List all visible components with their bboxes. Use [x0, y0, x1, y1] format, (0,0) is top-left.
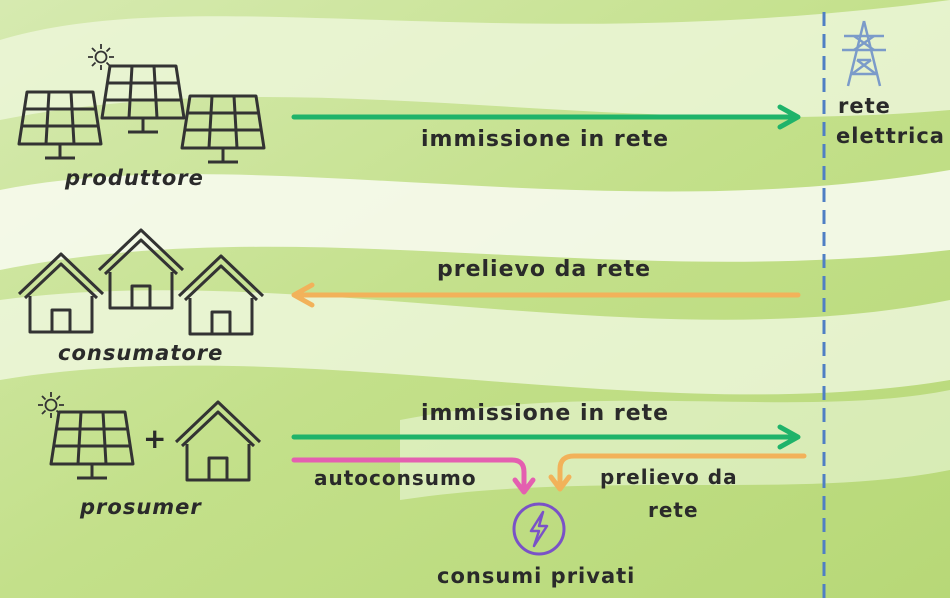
plus-sign: +	[143, 422, 168, 455]
private-consumption-label: consumi privati	[437, 564, 636, 588]
house-icon	[177, 254, 265, 336]
prosumer-label: prosumer	[80, 495, 202, 519]
private-withdrawal-arrow	[548, 453, 807, 492]
house-icon	[17, 252, 105, 334]
private-withdrawal-label-line2: rete	[648, 498, 699, 522]
solar-panel-icon	[49, 410, 135, 480]
selfconsumption-label: autoconsumo	[314, 466, 477, 490]
grid-label-line2: elettrica	[836, 124, 945, 148]
solar-panel-icon	[100, 64, 186, 134]
withdrawal-label: prelievo da rete	[437, 257, 652, 282]
injection-label: immissione in rete	[421, 127, 670, 152]
prosumer-injection-label: immissione in rete	[421, 401, 670, 426]
consumer-label: consumatore	[58, 341, 224, 365]
prosumer-injection-arrow	[291, 424, 801, 450]
house-icon	[97, 228, 185, 310]
withdrawal-arrow	[291, 282, 801, 308]
solar-panel-icon	[180, 94, 266, 164]
selfconsumption-arrow	[291, 457, 536, 495]
solar-panel-icon	[17, 90, 103, 160]
power-pylon-icon	[842, 20, 886, 87]
lightning-icon	[512, 502, 566, 556]
injection-arrow	[291, 104, 801, 130]
grid-label-line1: rete	[838, 94, 891, 118]
house-icon	[174, 400, 262, 482]
grid-line	[822, 12, 826, 598]
private-withdrawal-label-line1: prelievo da	[600, 465, 738, 489]
sun-icon	[88, 44, 114, 70]
producer-label: produttore	[65, 166, 204, 190]
